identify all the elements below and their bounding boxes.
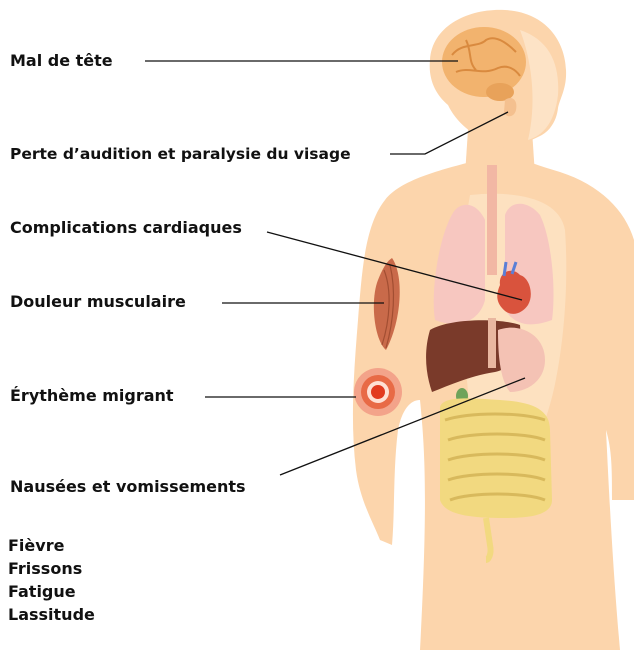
label-muscle: Douleur musculaire bbox=[10, 292, 186, 312]
general-symptom: Lassitude bbox=[8, 603, 95, 626]
general-symptom: Frissons bbox=[8, 557, 95, 580]
label-cardiac: Complications cardiaques bbox=[10, 218, 242, 238]
label-erythema: Érythème migrant bbox=[10, 386, 174, 406]
trachea bbox=[487, 165, 497, 275]
general-symptoms-list: Fièvre Frissons Fatigue Lassitude bbox=[8, 534, 95, 626]
label-hearing-face: Perte d’audition et paralysie du visage bbox=[10, 144, 351, 164]
erythema-rash bbox=[354, 368, 402, 416]
label-nausea: Nausées et vomissements bbox=[10, 477, 246, 497]
label-headache: Mal de tête bbox=[10, 51, 113, 71]
general-symptom: Fièvre bbox=[8, 534, 95, 557]
general-symptom: Fatigue bbox=[8, 580, 95, 603]
